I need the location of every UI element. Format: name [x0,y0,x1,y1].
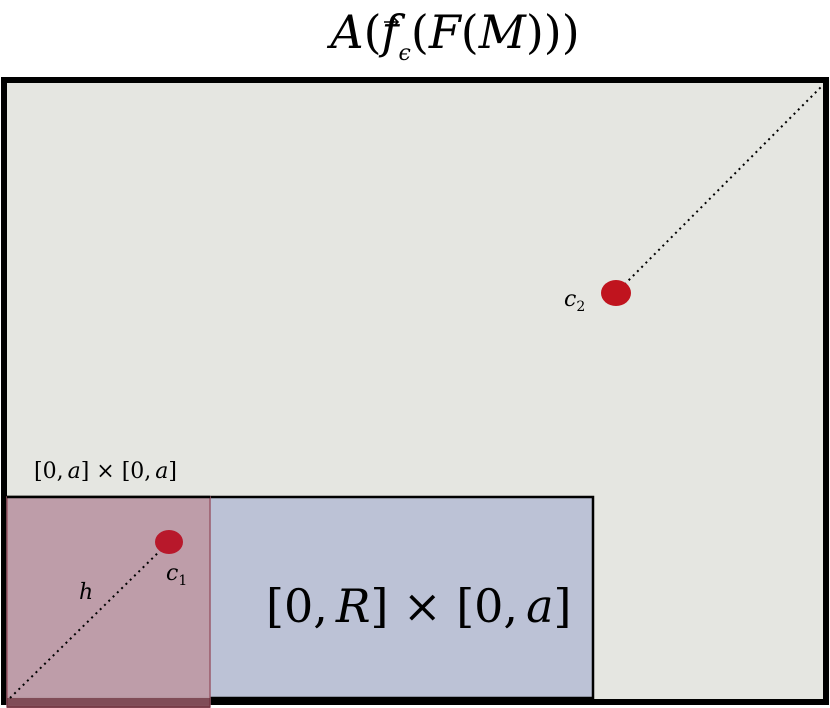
strip-region-label: [0,R] × [0,a] [266,579,571,633]
diagram-title: A(fϵ(F(M))) [326,5,579,66]
square-label-open: [0, [34,459,64,484]
point-c1 [155,530,183,554]
square-label-mid: ] × [0, [81,459,152,484]
title-epsilon: ϵ [399,41,411,66]
square-label-close: ] [168,459,177,484]
c1-label-sub: 1 [178,573,187,589]
title-F: F [428,5,463,59]
title-M: M [478,5,528,59]
c2-dotted-line [615,85,823,294]
strip-label-R: R [335,579,371,633]
point-c2 [601,280,631,306]
square-region-rect [6,496,211,708]
title-open2: ( [461,5,479,59]
c1-label-base: c [166,561,178,586]
c2-label: c2 [564,287,585,315]
square-label-a2: a [155,459,168,484]
title-inner-open: ( [411,5,429,59]
strip-label-close: ] [554,579,572,633]
square-region-label: [0,a] × [0,a] [34,459,177,484]
c1-label: c1 [166,561,187,589]
epsilon-arrow-icon [384,17,400,27]
title-open-paren: ( [364,5,382,59]
h-dotted-line [9,541,170,699]
title-close: ))) [526,5,580,59]
strip-label-a: a [526,579,553,633]
title-func: A [326,5,363,59]
strip-label-open: [0, [266,579,328,633]
c2-label-sub: 2 [576,299,585,315]
c2-label-base: c [564,287,576,312]
square-bottom-shadow [7,698,210,708]
h-label: h [79,580,93,605]
square-label-a1: a [68,459,81,484]
strip-label-mid: ] × [0, [370,579,518,633]
